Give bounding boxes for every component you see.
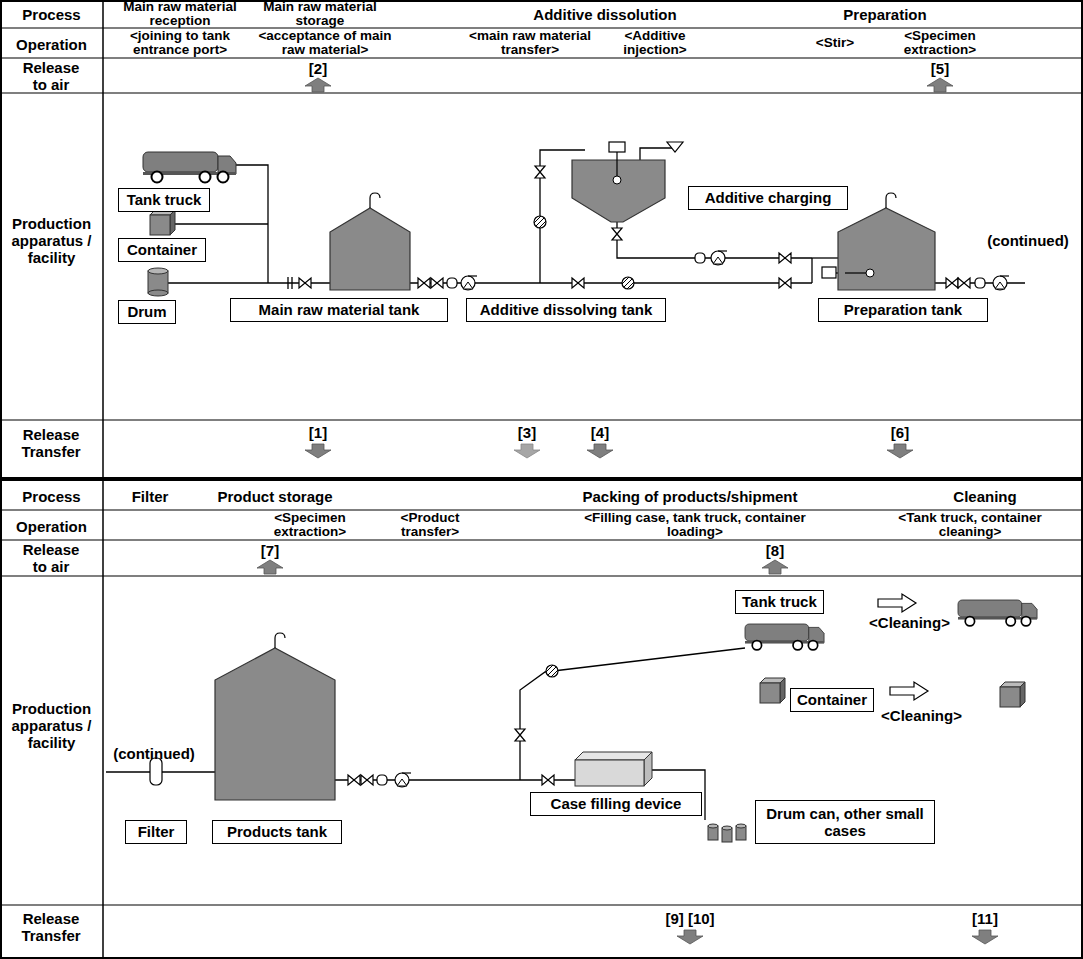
box-text: Filter xyxy=(138,823,175,840)
box-text: Tank truck xyxy=(127,191,202,208)
callout-number: [11] xyxy=(965,910,1005,927)
label-box: Tank truck xyxy=(735,590,824,614)
table-label: Process xyxy=(0,488,103,505)
table-label: (continued) xyxy=(108,745,200,762)
table-label: <Cleaning> xyxy=(874,707,969,724)
table-label: Release to air xyxy=(16,541,86,575)
box-text: Container xyxy=(127,241,197,258)
callout-number: [6] xyxy=(880,424,920,441)
table-label: Additive dissolution xyxy=(520,6,690,23)
box-text: Case filling device xyxy=(551,795,682,812)
table-label: Production apparatus / facility xyxy=(3,700,100,751)
callout-number: [5] xyxy=(920,60,960,77)
callout-number: [4] xyxy=(580,424,620,441)
box-text: Additive charging xyxy=(705,189,832,206)
label-box: Additive charging xyxy=(688,186,848,210)
table-label: Preparation xyxy=(820,6,950,23)
release-arrows xyxy=(257,78,998,944)
table-label: Product storage xyxy=(200,488,350,505)
table-label: Operation xyxy=(0,518,103,535)
label-box: Drum xyxy=(118,300,176,324)
table-label: Production apparatus / facility xyxy=(3,215,100,266)
table-label: (continued) xyxy=(978,232,1078,249)
top-equipment xyxy=(143,142,1009,296)
callout-number: [2] xyxy=(298,60,338,77)
table-label: Filter xyxy=(115,488,185,505)
table-label: Release Transfer xyxy=(16,910,86,944)
table-label: <Stir> xyxy=(805,36,865,50)
table-label: <Specimen extraction> xyxy=(250,511,370,539)
table-label: Cleaning xyxy=(930,488,1040,505)
box-text: Container xyxy=(797,691,867,708)
label-box: Drum can, other small cases xyxy=(755,800,935,844)
table-label: <acceptance of main raw material> xyxy=(245,29,405,57)
box-text: Tank truck xyxy=(742,593,817,610)
box-text: Preparation tank xyxy=(844,301,962,318)
label-box: Container xyxy=(118,238,206,262)
label-box: Container xyxy=(790,688,874,712)
callout-number: [9] [10] xyxy=(650,910,730,927)
bottom-equipment xyxy=(150,594,1037,842)
table-label: Packing of products/shipment xyxy=(560,488,820,505)
top-pipes xyxy=(168,148,1025,289)
label-box: Tank truck xyxy=(118,188,210,212)
box-text: Drum can, other small cases xyxy=(762,805,928,840)
table-label: Release Transfer xyxy=(16,426,86,460)
table-label: <Specimen extraction> xyxy=(880,29,1000,57)
table-label: <main raw material transfer> xyxy=(455,29,605,57)
box-text: Products tank xyxy=(227,823,327,840)
callout-number: [8] xyxy=(755,542,795,559)
table-label: Operation xyxy=(0,36,103,53)
table-label: Release to air xyxy=(16,59,86,93)
label-box: Products tank xyxy=(212,820,342,844)
label-box: Preparation tank xyxy=(818,298,988,322)
label-box: Case filling device xyxy=(530,792,702,816)
bottom-pipes xyxy=(106,648,745,820)
box-text: Main raw material tank xyxy=(259,301,420,318)
box-text: Additive dissolving tank xyxy=(480,301,653,318)
callout-number: [3] xyxy=(507,424,547,441)
callout-number: [7] xyxy=(250,542,290,559)
table-label: <Additive injection> xyxy=(605,29,705,57)
box-text: Drum xyxy=(127,303,166,320)
label-box: Filter xyxy=(125,820,187,844)
table-label: <Tank truck, container cleaning> xyxy=(890,511,1050,539)
callout-number: [1] xyxy=(298,424,338,441)
table-label: <Cleaning> xyxy=(862,614,957,631)
table-label: <Product transfer> xyxy=(380,511,480,539)
table-label: <joining to tank entrance port> xyxy=(105,29,255,57)
table-label: Process xyxy=(0,6,103,23)
label-box: Additive dissolving tank xyxy=(466,298,666,322)
table-label: Main raw material reception xyxy=(105,0,255,28)
label-box: Main raw material tank xyxy=(230,298,448,322)
table-label: Main raw material storage xyxy=(245,0,395,28)
table-label: <Filling case, tank truck, container loa… xyxy=(560,511,830,539)
